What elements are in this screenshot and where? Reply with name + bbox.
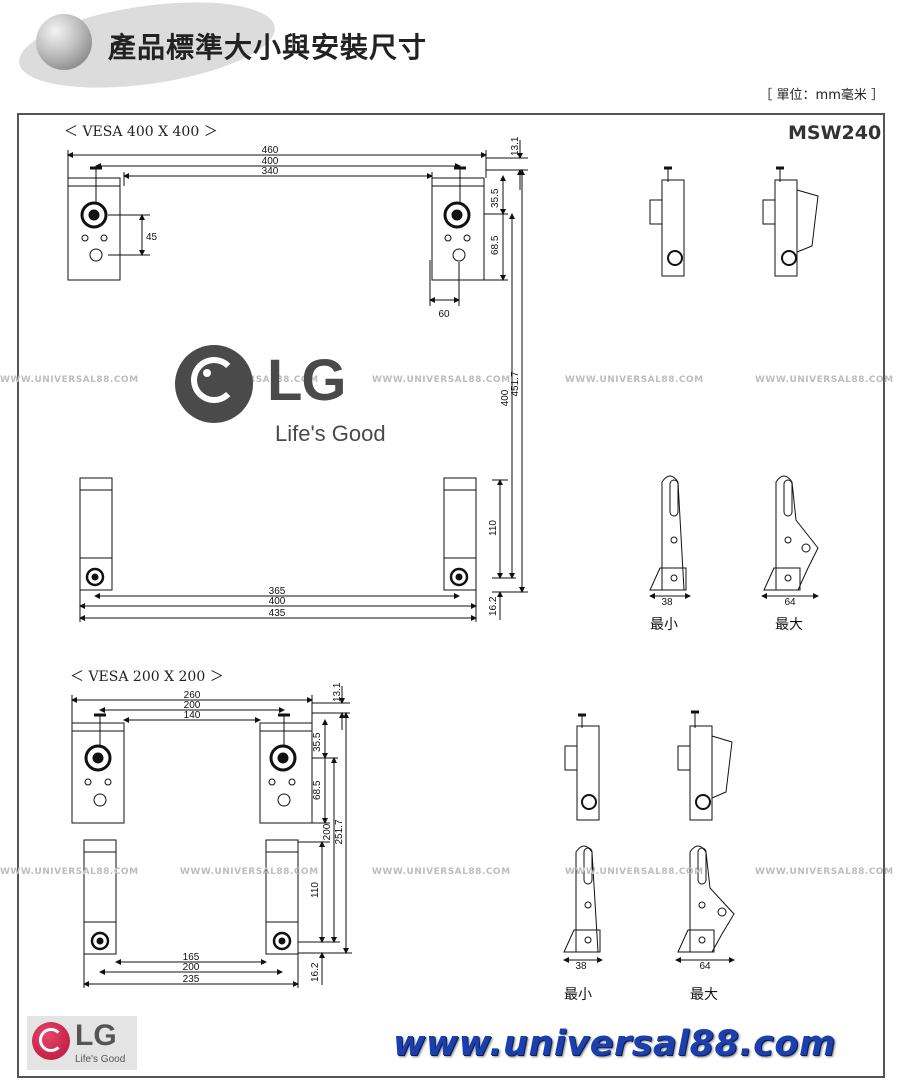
lg-logo-small-slogan: Life's Good <box>75 1054 126 1065</box>
bracket-bottom-right-200 <box>265 839 299 955</box>
watermark: WWW.UNIVERSAL88.COM <box>755 375 894 385</box>
dim-235: 235 <box>183 974 200 985</box>
dim-200: 200 <box>184 700 201 711</box>
dim-min-38-top: 38 <box>661 597 673 608</box>
lg-face-icon <box>32 1022 70 1060</box>
dim-200-vertical: 200 <box>322 823 333 840</box>
dim-max-64-top: 64 <box>784 597 796 608</box>
lg-logo-small: LG Life's Good <box>27 1016 137 1070</box>
dim-min-38-bottom: 38 <box>575 961 587 972</box>
bracket-bottom-right-400 <box>443 477 477 591</box>
bracket-bottom-left-200 <box>83 839 117 955</box>
watermark: WWW.UNIVERSAL88.COM <box>565 375 704 385</box>
dim-200-110: 110 <box>310 882 321 898</box>
dim-340: 340 <box>262 166 279 177</box>
dim-365: 365 <box>269 586 286 597</box>
dim-260: 260 <box>184 690 201 701</box>
dim-200-13-1: 13.1 <box>332 682 343 702</box>
header: 產品標準大小與安裝尺寸 ［ 單位：mm毫米 ］ <box>0 0 900 110</box>
dim-451-7: 451.7 <box>510 371 521 396</box>
side-view-open-top <box>762 166 819 277</box>
side-view-closed-top <box>649 166 685 277</box>
bracket-top-left-200 <box>71 713 125 824</box>
dim-68-5: 68.5 <box>490 235 501 255</box>
bracket-top-right-200 <box>259 713 313 824</box>
website-url[interactable]: www.universal88.com <box>393 1024 836 1064</box>
watermark: WWW.UNIVERSAL88.COM <box>565 867 704 877</box>
watermark: WWW.UNIVERSAL88.COM <box>0 867 139 877</box>
dim-200-35-5: 35.5 <box>312 732 323 752</box>
side-view-min-200 <box>563 845 603 963</box>
dim-400: 400 <box>262 156 279 167</box>
dim-165: 165 <box>183 952 200 963</box>
bracket-bottom-left-400 <box>79 477 113 591</box>
dim-35-5: 35.5 <box>490 188 501 208</box>
dim-60: 60 <box>438 309 450 320</box>
dim-max-64-bottom: 64 <box>699 961 711 972</box>
watermark: WWW.UNIVERSAL88.COM <box>755 867 894 877</box>
header-sphere-icon <box>36 14 92 70</box>
side-view-closed-200 <box>564 713 600 821</box>
caption-min-bottom: 最小 <box>564 987 592 1003</box>
dim-110: 110 <box>488 520 499 536</box>
model-label: MSW240 <box>788 122 882 144</box>
watermark: WWW.UNIVERSAL88.COM <box>372 867 511 877</box>
side-view-open-200 <box>677 710 733 821</box>
caption-max-top: 最大 <box>775 617 803 633</box>
side-view-max-200 <box>675 845 735 963</box>
lg-slogan: Life's Good <box>275 421 386 446</box>
lg-logo-word: LG <box>267 348 347 413</box>
dim-13-1: 13.1 <box>510 136 521 156</box>
dim-400-vertical: 400 <box>500 389 511 406</box>
dim-400-bottom: 400 <box>269 596 286 607</box>
dim-16-2: 16.2 <box>488 596 499 616</box>
vesa-200-label: ＜ VESA 200 X 200 ＞ <box>70 669 224 685</box>
drawing-frame <box>17 113 885 1078</box>
dim-460: 460 <box>262 145 279 156</box>
dim-200-16-2: 16.2 <box>310 962 321 982</box>
dim-45: 45 <box>146 232 158 243</box>
dim-435: 435 <box>269 608 286 619</box>
bracket-top-left-400 <box>67 166 121 281</box>
caption-max-bottom: 最大 <box>690 987 718 1003</box>
bracket-top-right-400 <box>431 166 485 281</box>
caption-min-top: 最小 <box>650 617 678 633</box>
watermark: WWW.UNIVERSAL88.COM <box>0 375 139 385</box>
side-view-max-400 <box>761 475 819 599</box>
side-view-min-400 <box>649 475 691 599</box>
dim-200-68-5: 68.5 <box>312 780 323 800</box>
dim-200-bottom: 200 <box>183 962 200 973</box>
dim-140: 140 <box>184 710 201 721</box>
unit-label: ［ 單位：mm毫米 ］ <box>759 88 884 103</box>
vesa-400-label: ＜ VESA 400 X 400 ＞ <box>64 124 218 140</box>
lg-face-icon <box>175 345 253 423</box>
watermark: WWW.UNIVERSAL88.COM <box>372 375 511 385</box>
lg-logo-large: LG Life's Good <box>175 345 415 455</box>
dim-251-7: 251.7 <box>334 819 345 844</box>
watermark: WWW.UNIVERSAL88.COM <box>180 867 319 877</box>
lg-logo-small-word: LG <box>75 1019 117 1052</box>
page-title: 產品標準大小與安裝尺寸 <box>108 31 428 64</box>
